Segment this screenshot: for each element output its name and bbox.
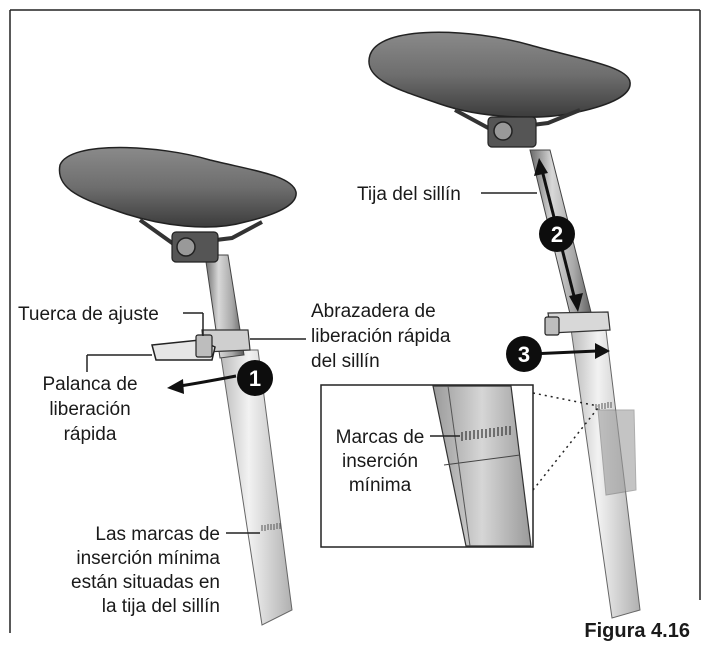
inset-collar-line <box>443 454 521 466</box>
label-tija-del-sillin: Tija del sillín <box>357 184 461 205</box>
label-marcas-bottom-line4: la tija del sillín <box>102 596 220 617</box>
step-3-marker: 3 <box>506 336 610 372</box>
left-saddle <box>58 146 297 228</box>
step-3-number: 3 <box>518 342 530 367</box>
left-clamp-bolt-icon <box>176 237 196 257</box>
right-saddle <box>368 31 631 118</box>
label-marcas-bottom-line3: están situadas en <box>71 572 220 593</box>
inset-detail: Marcas de inserción mínima <box>320 384 534 548</box>
step-2-arrowhead-up <box>534 158 548 176</box>
step-3-badge <box>506 336 542 372</box>
step-1-arrow <box>179 374 237 388</box>
step-1-badge <box>237 360 273 396</box>
zoom-line-top <box>532 392 599 407</box>
inset-min-insertion-marks <box>461 426 511 441</box>
step-2-arrowhead-down <box>569 293 583 312</box>
label-palanca-line1: Palanca de <box>42 374 137 395</box>
step-2-badge <box>539 216 575 252</box>
right-seat-tube-dark <box>597 409 637 496</box>
label-marcas-bottom-line1: Las marcas de <box>95 524 220 545</box>
right-min-insertion-marks <box>595 402 612 410</box>
right-adjust-nut <box>544 316 560 336</box>
label-palanca-line3: rápida <box>64 424 117 445</box>
inset-post-edge <box>447 385 471 547</box>
label-marcas-inset-line3: mínima <box>349 475 412 496</box>
label-abrazadera-line3: del sillín <box>311 351 380 372</box>
right-clamp-bolt-icon <box>493 121 513 141</box>
label-palanca-line2: liberación <box>49 399 130 420</box>
label-marcas-bottom-line2: inserción mínima <box>76 548 220 569</box>
step-1-arrowhead <box>167 379 184 394</box>
label-abrazadera-line1: Abrazadera de <box>311 301 436 322</box>
step-1-marker: 1 <box>167 360 273 396</box>
step-3-arrowhead <box>595 343 610 359</box>
label-abrazadera-line2: liberación rápida <box>311 326 451 347</box>
step-2-marker: 2 <box>534 158 583 312</box>
label-tuerca-de-ajuste: Tuerca de ajuste <box>18 304 159 325</box>
left-min-insertion-marks <box>261 523 281 531</box>
left-adjust-nut <box>195 334 213 358</box>
step-2-number: 2 <box>551 222 563 247</box>
label-marcas-inset-line2: inserción <box>342 451 418 472</box>
left-seat-assembly <box>58 146 297 626</box>
step-1-number: 1 <box>249 366 261 391</box>
label-marcas-inset-line1: Marcas de <box>336 427 425 448</box>
figure-label: Figura 4.16 <box>584 620 690 642</box>
